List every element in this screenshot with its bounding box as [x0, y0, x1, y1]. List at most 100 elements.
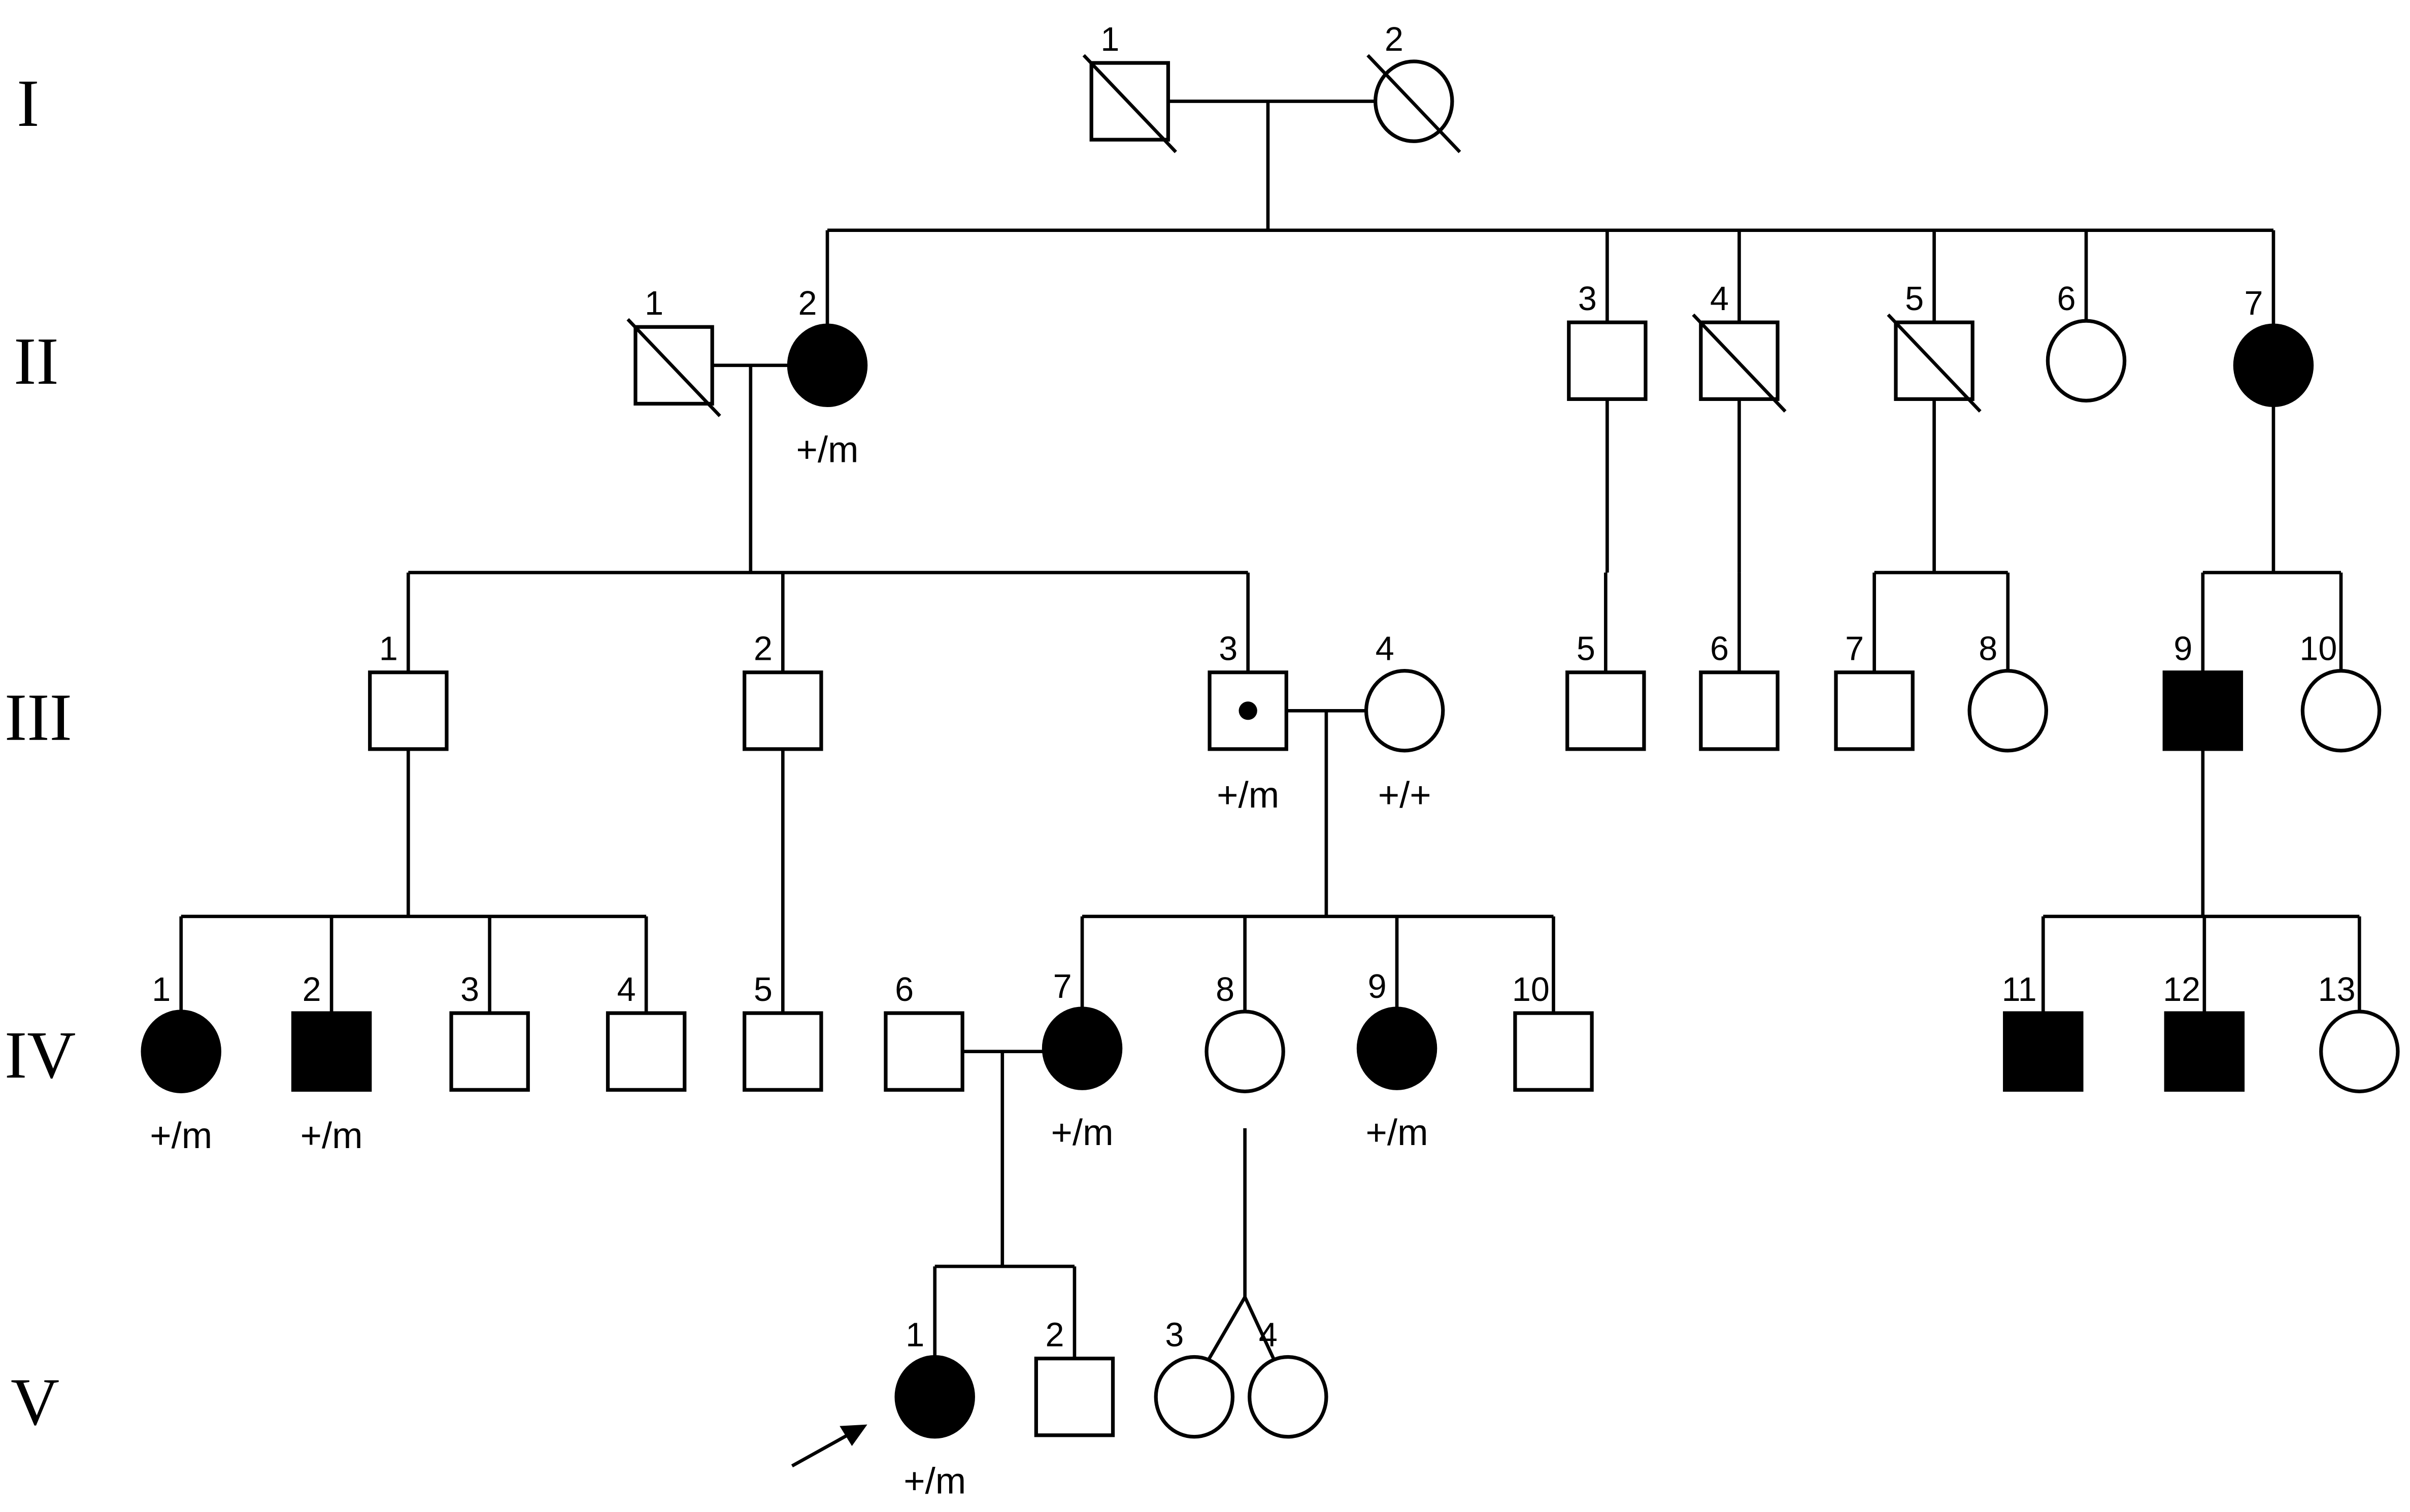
female-circle — [1154, 1355, 1235, 1439]
individual-number: 11 — [2002, 971, 2037, 1009]
deceased-slash — [1692, 313, 1787, 413]
male-square — [1513, 1011, 1594, 1092]
individual-iv-10: 10 — [1512, 971, 1594, 1092]
female-circle — [2300, 669, 2382, 753]
genotype-label: +/m — [1366, 1112, 1428, 1153]
female-circle — [2319, 1010, 2400, 1093]
individual-number: 1 — [379, 630, 398, 667]
deceased-slash — [626, 318, 721, 417]
relationship-lines — [179, 99, 2361, 1364]
individual-number: 5 — [754, 971, 773, 1009]
female-circle — [1364, 669, 1445, 753]
female-circle — [1204, 1010, 1285, 1093]
affected-female-circle — [141, 1010, 221, 1093]
individual-iii-3: 3 +/m — [1208, 630, 1288, 816]
twin-line — [1243, 1296, 1278, 1364]
male-square — [368, 670, 449, 751]
individual-iii-9: 9 — [2162, 630, 2244, 751]
individual-number: 7 — [1053, 968, 1072, 1005]
generation-labels: I II III IV V — [5, 65, 76, 1439]
individual-number: 3 — [1165, 1316, 1184, 1354]
individual-iv-7: 7+/m — [1042, 968, 1123, 1153]
individual-number: 1 — [1100, 21, 1119, 58]
generation-label-I: I — [17, 65, 39, 141]
individual-number: 2 — [754, 630, 773, 667]
male-square — [1699, 670, 1780, 751]
individual-number: 8 — [1216, 971, 1234, 1009]
individual-iii-6: 6 — [1699, 630, 1780, 751]
individual-number: 6 — [1710, 630, 1729, 667]
affected-female-circle — [2233, 323, 2314, 408]
individual-number: 2 — [1385, 21, 1403, 58]
individual-number: 8 — [1979, 630, 1997, 667]
male-square — [1834, 670, 1915, 751]
individual-number: 10 — [1512, 971, 1550, 1009]
individual-number: 4 — [617, 971, 636, 1009]
individual-number: 2 — [798, 285, 817, 322]
individual-number: 2 — [1045, 1316, 1064, 1354]
twin-line — [1205, 1296, 1247, 1364]
individual-number: 5 — [1577, 630, 1595, 667]
individual-ii-3: 3 — [1567, 280, 1648, 401]
affected-female-circle — [1042, 1006, 1123, 1090]
individual-number: 7 — [2244, 285, 2263, 322]
individual-number: 1 — [152, 971, 171, 1009]
individual-number: 9 — [2173, 630, 2192, 667]
male-square — [884, 1011, 964, 1092]
individual-ii-5: 5 — [1887, 280, 1982, 413]
affected-male-square — [2162, 670, 2244, 751]
individual-number: 4 — [1376, 630, 1394, 667]
individual-iv-1: 1 +/m — [141, 971, 221, 1156]
individual-number: 2 — [303, 971, 321, 1009]
individual-number: 3 — [1219, 630, 1237, 667]
individual-v-3: 3 — [1154, 1316, 1235, 1439]
individual-iv-11: 11 — [2002, 971, 2084, 1092]
individual-iv-3: 3 — [449, 971, 530, 1092]
male-square — [1567, 320, 1648, 401]
individual-ii-6: 6 — [2046, 280, 2127, 402]
individual-iii-7: 7 — [1834, 630, 1915, 751]
individual-ii-7: 7 — [2233, 285, 2314, 408]
genotype-label: +/+ — [1378, 775, 1431, 816]
generation-label-IV: IV — [5, 1017, 76, 1092]
male-square — [606, 1011, 687, 1092]
individual-number: 4 — [1259, 1316, 1278, 1354]
deceased-slash — [1887, 313, 1982, 413]
individual-number: 12 — [2163, 971, 2200, 1009]
individual-ii-4: 4 — [1692, 280, 1787, 413]
affected-female-circle — [787, 323, 868, 408]
deceased-slash — [1366, 54, 1461, 153]
affected-female-circle — [1356, 1006, 1437, 1090]
individual-iv-8: 8 — [1204, 971, 1285, 1093]
individual-number: 10 — [2299, 630, 2337, 667]
genotype-label: +/m — [903, 1461, 966, 1502]
individual-iii-4: 4 +/+ — [1364, 630, 1445, 816]
female-circle — [1967, 669, 2048, 753]
individual-v-2: 2 — [1034, 1316, 1115, 1437]
individual-iv-4: 4 — [606, 971, 687, 1092]
individual-iii-2: 2 — [743, 630, 823, 751]
male-square — [1034, 1356, 1115, 1437]
individual-number: 6 — [2057, 280, 2076, 318]
individual-iv-9: 9+/m — [1356, 968, 1437, 1153]
affected-male-square — [291, 1011, 372, 1092]
male-square — [1565, 670, 1646, 751]
individual-i-2: 2 — [1366, 21, 1461, 153]
individual-number: 6 — [895, 971, 914, 1009]
individual-iii-10: 10 — [2299, 630, 2382, 753]
individual-iv-6: 6 — [884, 971, 964, 1092]
individual-number: 4 — [1710, 280, 1729, 318]
individual-number: 3 — [1578, 280, 1597, 318]
male-square — [449, 1011, 530, 1092]
genotype-label: +/m — [150, 1115, 212, 1156]
affected-male-square — [2164, 1011, 2245, 1092]
genotype-label: +/m — [1217, 775, 1279, 816]
individual-v-1: 1 +/m — [791, 1316, 975, 1502]
individual-number: 1 — [906, 1316, 924, 1354]
male-square — [743, 1011, 823, 1092]
proband-arrow-icon — [791, 1424, 867, 1468]
generation-label-V: V — [11, 1364, 59, 1439]
affected-male-square — [2003, 1011, 2084, 1092]
generation-label-II: II — [14, 323, 59, 398]
